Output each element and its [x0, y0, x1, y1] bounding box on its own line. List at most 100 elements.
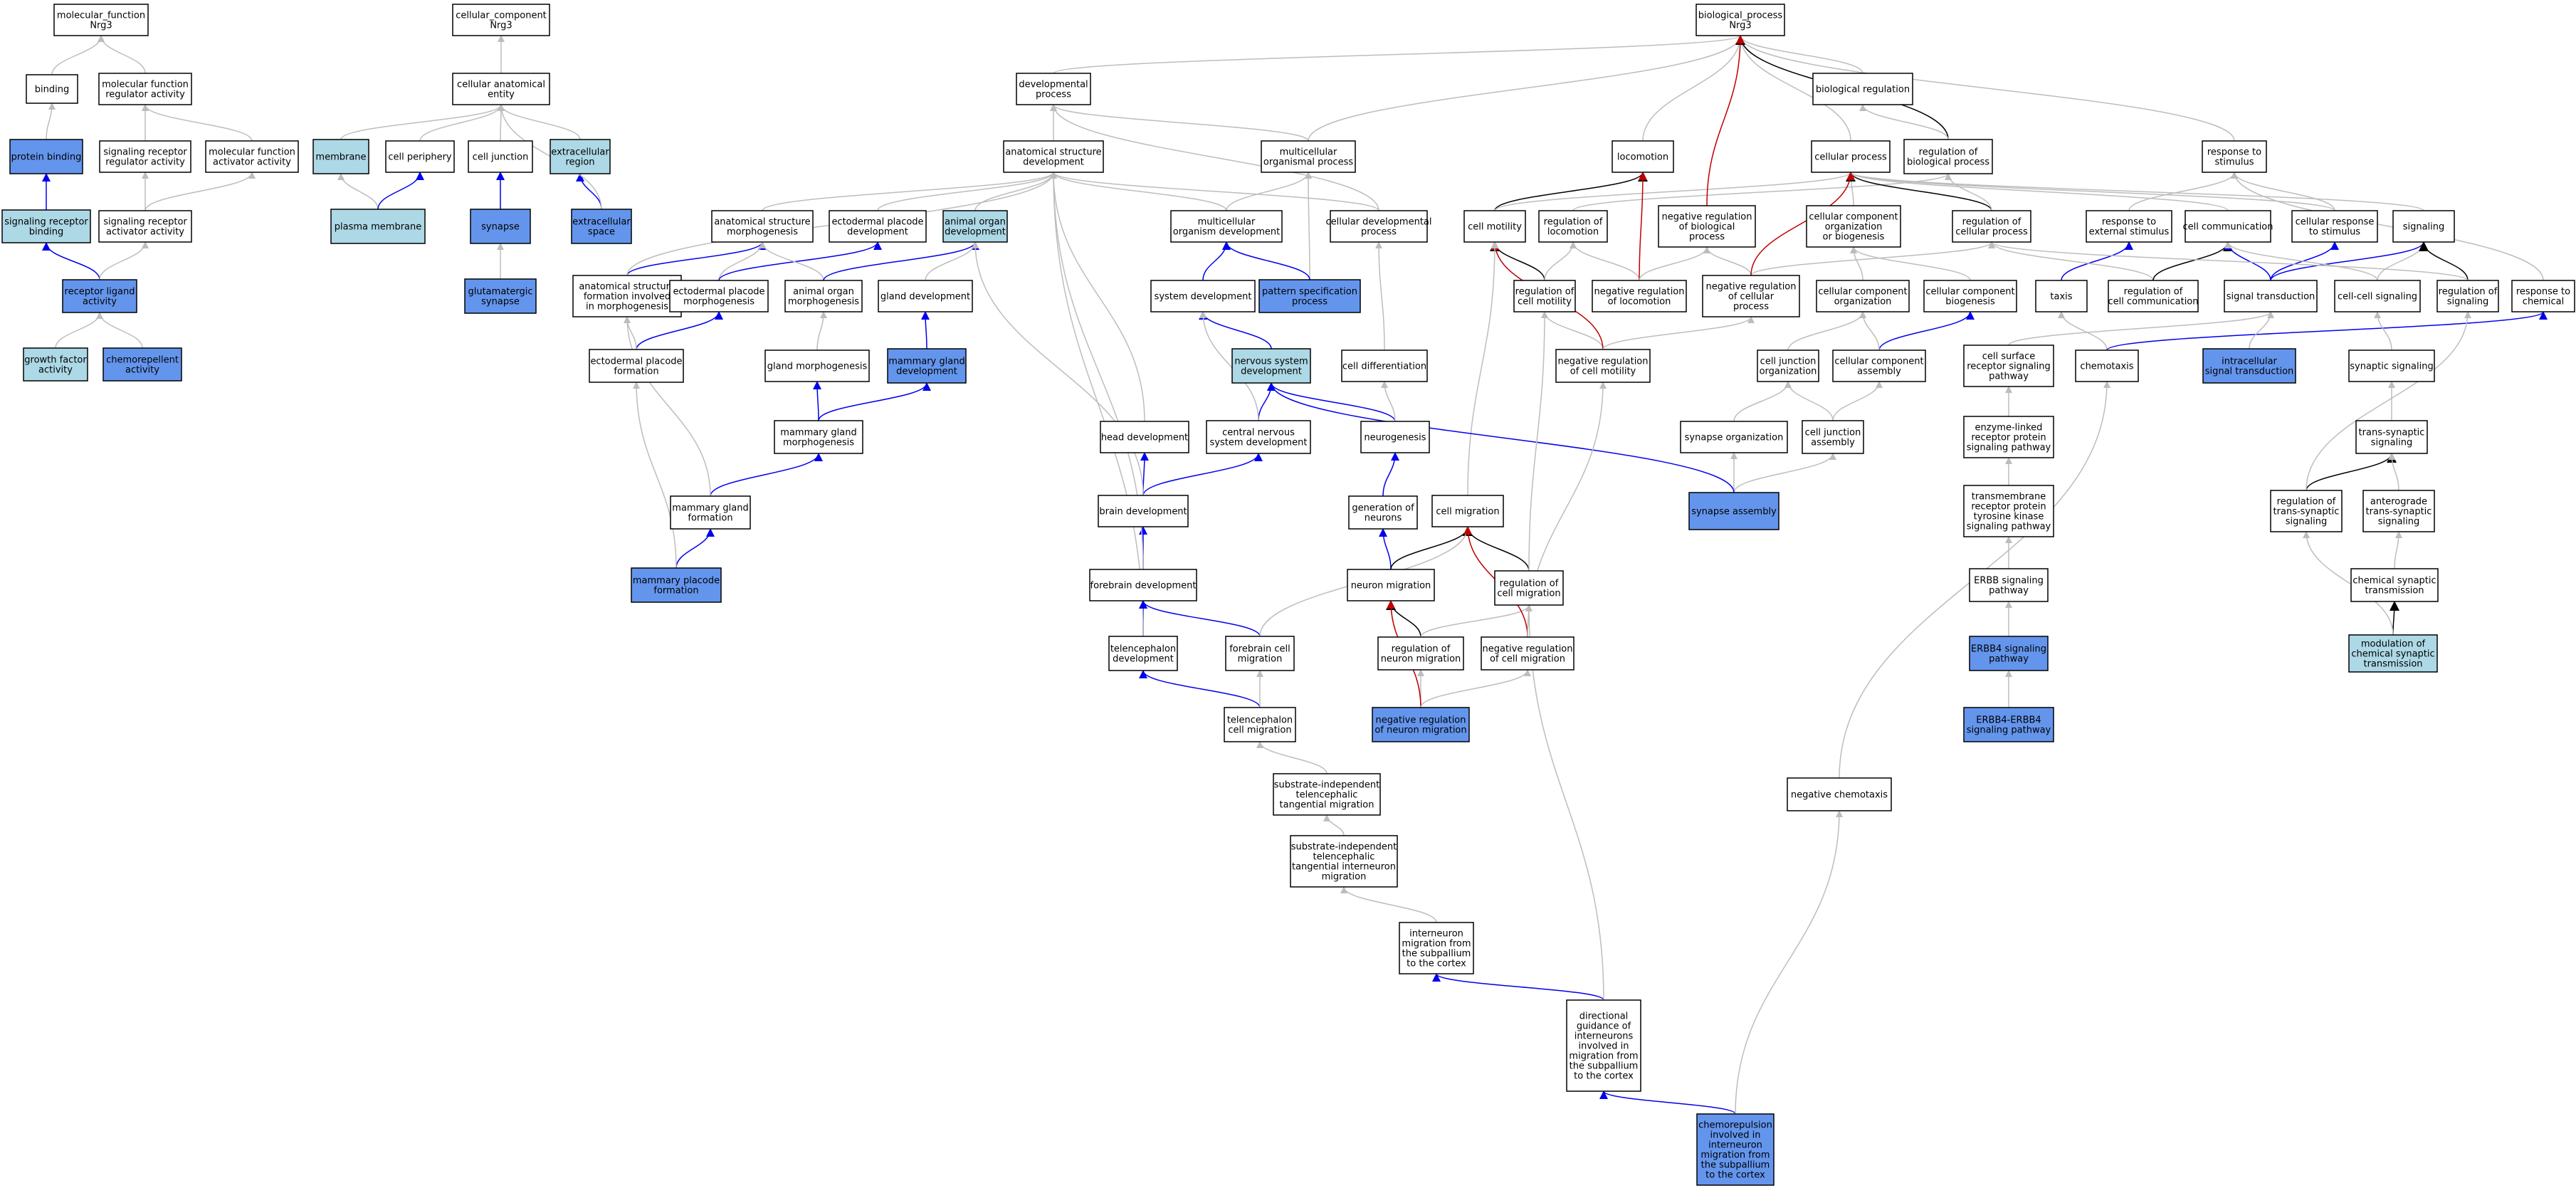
- go-term-node-fd[interactable]: forebrain development: [1089, 569, 1197, 601]
- go-term-node-cperi[interactable]: cell periphery: [385, 140, 455, 173]
- go-term-node-bind[interactable]: binding: [26, 74, 78, 104]
- go-term-node-neurog[interactable]: neurogenesis: [1360, 421, 1430, 453]
- go-term-node-bd[interactable]: brain development: [1098, 495, 1189, 527]
- go-term-node-ccomm[interactable]: cell communication: [2182, 210, 2273, 243]
- go-term-node-negchemo[interactable]: negative chemotaxis: [1787, 777, 1892, 811]
- go-term-node-cmig[interactable]: cell migration: [1431, 495, 1504, 527]
- go-term-node-taxis[interactable]: taxis: [2035, 280, 2088, 312]
- go-term-node-bioreg[interactable]: biological regulation: [1812, 73, 1913, 105]
- go-term-node-cp[interactable]: cellular process: [1811, 140, 1891, 173]
- go-term-node-sig[interactable]: signaling: [2392, 210, 2455, 243]
- go-term-node-sysd[interactable]: system development: [1150, 280, 1256, 312]
- go-term-node-st[interactable]: signal transduction: [2224, 280, 2318, 312]
- go-term-node-ccs[interactable]: cell-cell signaling: [2334, 280, 2421, 312]
- go-term-node-memb[interactable]: membrane: [312, 139, 369, 174]
- go-term-node-synorg[interactable]: synapse organization: [1680, 421, 1788, 453]
- go-term-node-cdiff[interactable]: cell differentiation: [1341, 349, 1428, 382]
- go-term-node-gd[interactable]: gland development: [878, 280, 973, 312]
- go-term-node-chemo[interactable]: chemotaxis: [2075, 349, 2139, 382]
- go-term-node-nmig[interactable]: neuron migration: [1347, 569, 1435, 601]
- go-term-node-cmot[interactable]: cell motility: [1463, 210, 1526, 243]
- go-term-node-pm[interactable]: plasma membrane: [330, 209, 426, 244]
- go-term-node-gm[interactable]: gland morphogenesis: [764, 349, 870, 382]
- go-term-node-pb[interactable]: protein binding: [9, 139, 83, 174]
- go-term-node-hd[interactable]: head development: [1100, 421, 1189, 453]
- go-term-node-loco[interactable]: locomotion: [1612, 140, 1674, 173]
